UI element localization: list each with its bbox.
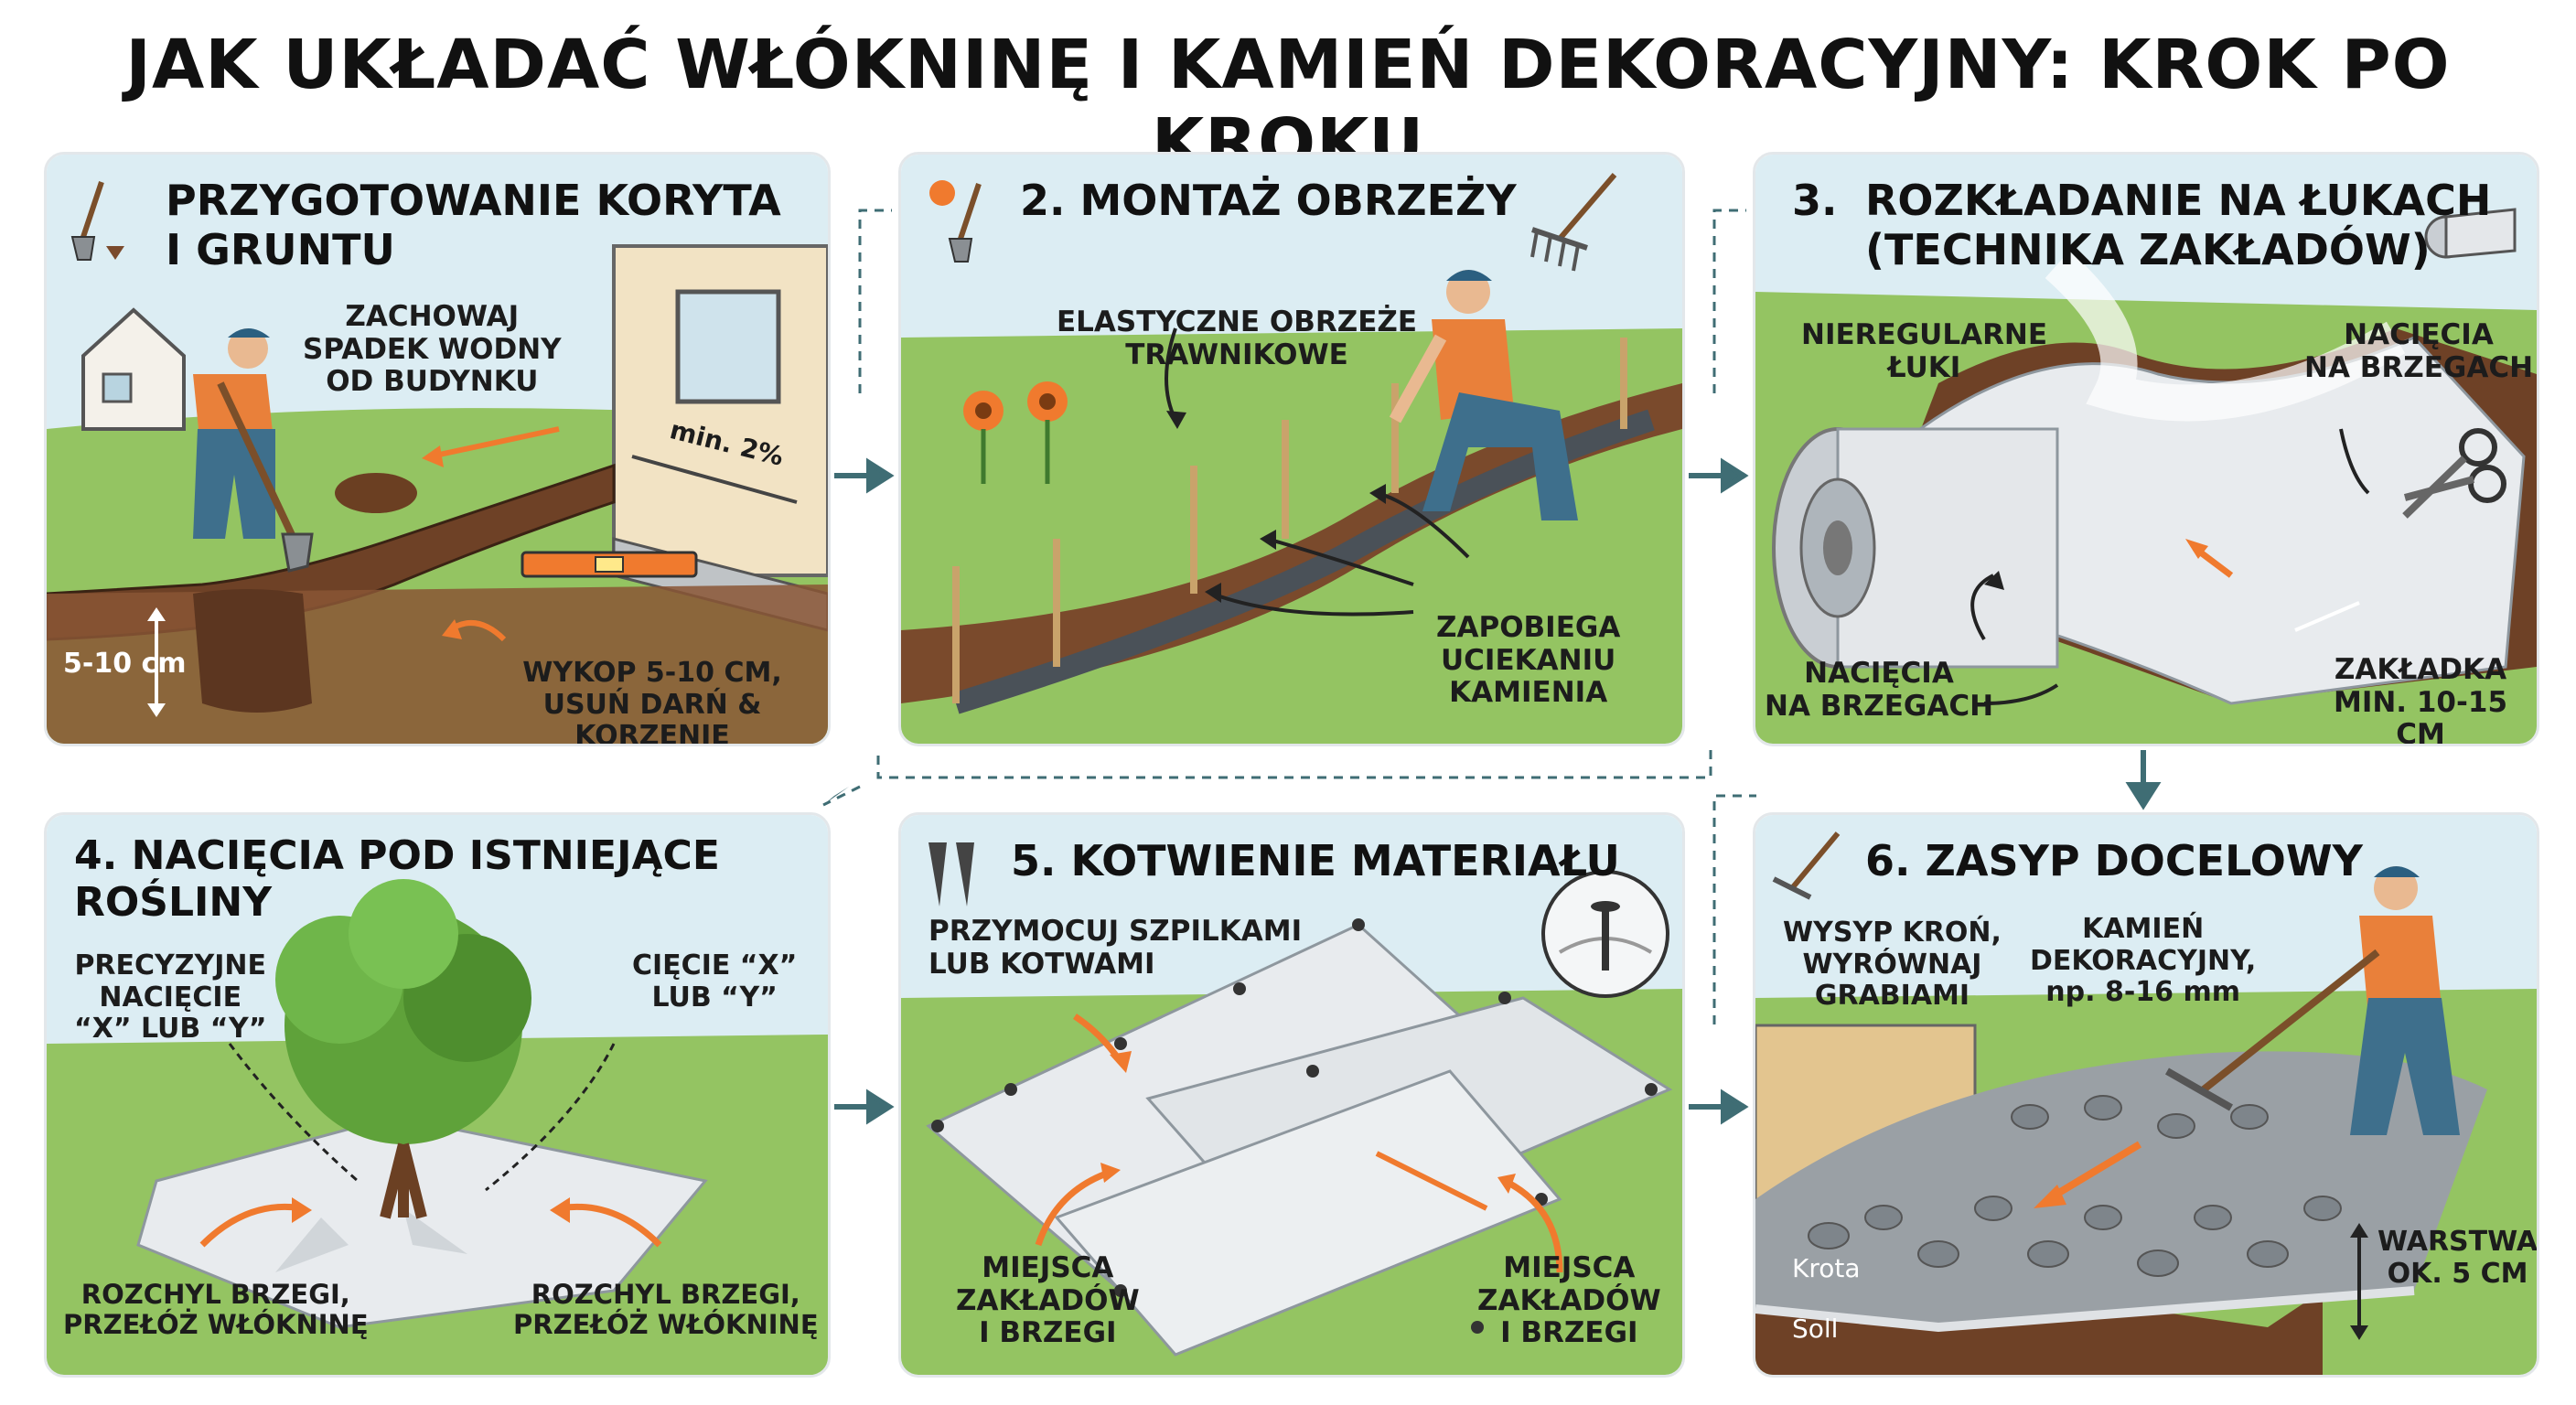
layer-label: WARSTWA OK. 5 CM [2377, 1226, 2538, 1290]
step-6-title: 6. ZASYP DOCELOWY [1865, 836, 2363, 885]
step-6-panel: 6. ZASYP DOCELOWY WYSYP KROŃ, WYRÓWNAJ G… [1753, 812, 2539, 1378]
prevents-label: ZAPOBIEGA UCIEKANIU KAMIENIA [1436, 611, 1621, 710]
step-1-panel: PRZYGOTOWANIE KORYTA I GRUNTU ZACHOWAJ S… [44, 152, 831, 746]
bush-icon [275, 879, 531, 1219]
step-3-number: 3. [1792, 176, 1838, 225]
step-5-panel: 5. KOTWIENIE MATERIAŁU PRZYMOCUJ SZPILKA… [898, 812, 1685, 1378]
pins-label: PRZYMOCUJ SZPILKAMI LUB KOTWAMI [928, 915, 1303, 981]
precise-cut-label: PRECYZYJNE NACIĘCIE “X” LUB “Y” [74, 949, 267, 1045]
step-6-illustration [1755, 815, 2537, 1375]
step-4-panel: 4. NACIĘCIA POD ISTNIEJĄCE ROŚLINY PRECY… [44, 812, 831, 1378]
step-1-title-line2: I GRUNTU [166, 225, 395, 274]
dig-label: WYKOP 5-10 CM, USUŃ DARŃ & KORZENIE [522, 657, 782, 746]
krota-label: Krota [1792, 1253, 1861, 1283]
step-2-illustration [901, 155, 1682, 744]
step-3-title-line2: (TECHNIKA ZAKŁADÓW) [1865, 225, 2431, 274]
anchor-pins-icon [928, 842, 974, 906]
step-1-title-line1: PRZYGOTOWANIE KORYTA [166, 176, 781, 225]
step-3-illustration [1755, 155, 2537, 744]
flower-shovel-icon [929, 180, 982, 263]
overlap-right-label: MIEJSCA ZAKŁADÓW I BRZEGI [1477, 1251, 1661, 1350]
pin-zoom-icon [1541, 870, 1669, 998]
worker-raking-figure [2165, 866, 2460, 1135]
step-4-title: 4. NACIĘCIA POD ISTNIEJĄCE ROŚLINY [74, 832, 720, 926]
spread-label: WYSYP KROŃ, WYRÓWNAJ GRABIAMI [1783, 917, 2002, 1012]
cuts-bottom-label: NACIĘCIA NA BRZEGACH [1765, 657, 1994, 723]
step-2-panel: 2. MONTAŻ OBRZEŻY ELASTYCZNE OBRZEŻE TRA… [898, 152, 1685, 746]
soil-label: Soll [1792, 1314, 1839, 1344]
scissors-icon [2402, 428, 2506, 519]
cuts-top-label: NACIĘCIA NA BRZEGACH [2304, 318, 2534, 384]
page-title: JAK UKŁADAĆ WŁÓKNINĘ I KAMIEŃ DEKORACYJN… [125, 26, 2451, 183]
fold-right-label: ROZCHYL BRZEGI, PRZEŁÓŻ WŁÓKNINĘ [513, 1279, 819, 1341]
step-3-title-line1: ROZKŁADANIE NA ŁUKACH [1865, 176, 2492, 225]
depth-label: 5-10 cm [63, 648, 187, 680]
cut-x-y-label: CIĘCIE “X” LUB “Y” [632, 949, 798, 1014]
overlap-label: ZAKŁADKA MIN. 10-15 CM [2333, 653, 2508, 746]
flower-icon [963, 381, 1068, 484]
house-icon [81, 307, 186, 431]
stone-label: KAMIEŃ DEKORACYJNY, np. 8-16 mm [2030, 913, 2257, 1008]
step-5-title: 5. KOTWIENIE MATERIAŁU [1011, 836, 1620, 885]
fold-left-label: ROZCHYL BRZEGI, PRZEŁÓŻ WŁÓKNINĘ [63, 1279, 369, 1341]
worker-digging-figure [193, 328, 314, 573]
step-3-panel: 3. ROZKŁADANIE NA ŁUKACH (TECHNIKA ZAKŁA… [1753, 152, 2539, 746]
step-4-illustration [47, 815, 828, 1375]
rake-small-icon [1772, 831, 1841, 900]
shovel-icon [70, 181, 124, 261]
edging-label: ELASTYCZNE OBRZEŻE TRAWNIKOWE [1057, 306, 1418, 371]
step-2-title: 2. MONTAŻ OBRZEŻY [1020, 176, 1517, 225]
slope-label: ZACHOWAJ SPADEK WODNY OD BUDYNKU [303, 300, 562, 399]
pins-group [931, 918, 1658, 1334]
roll-small-icon [2424, 208, 2517, 259]
overlap-left-label: MIEJSCA ZAKŁADÓW I BRZEGI [956, 1251, 1140, 1350]
step-1-illustration [47, 155, 828, 744]
gravel-group [1808, 1095, 2342, 1277]
rake-icon [1530, 173, 1617, 272]
step-5-illustration [901, 815, 1682, 1375]
fabric-roll-icon [1772, 427, 2059, 669]
worker-kneeling-figure [1389, 270, 1578, 520]
irregular-arcs-label: NIEREGULARNE ŁUKI [1801, 318, 2048, 384]
